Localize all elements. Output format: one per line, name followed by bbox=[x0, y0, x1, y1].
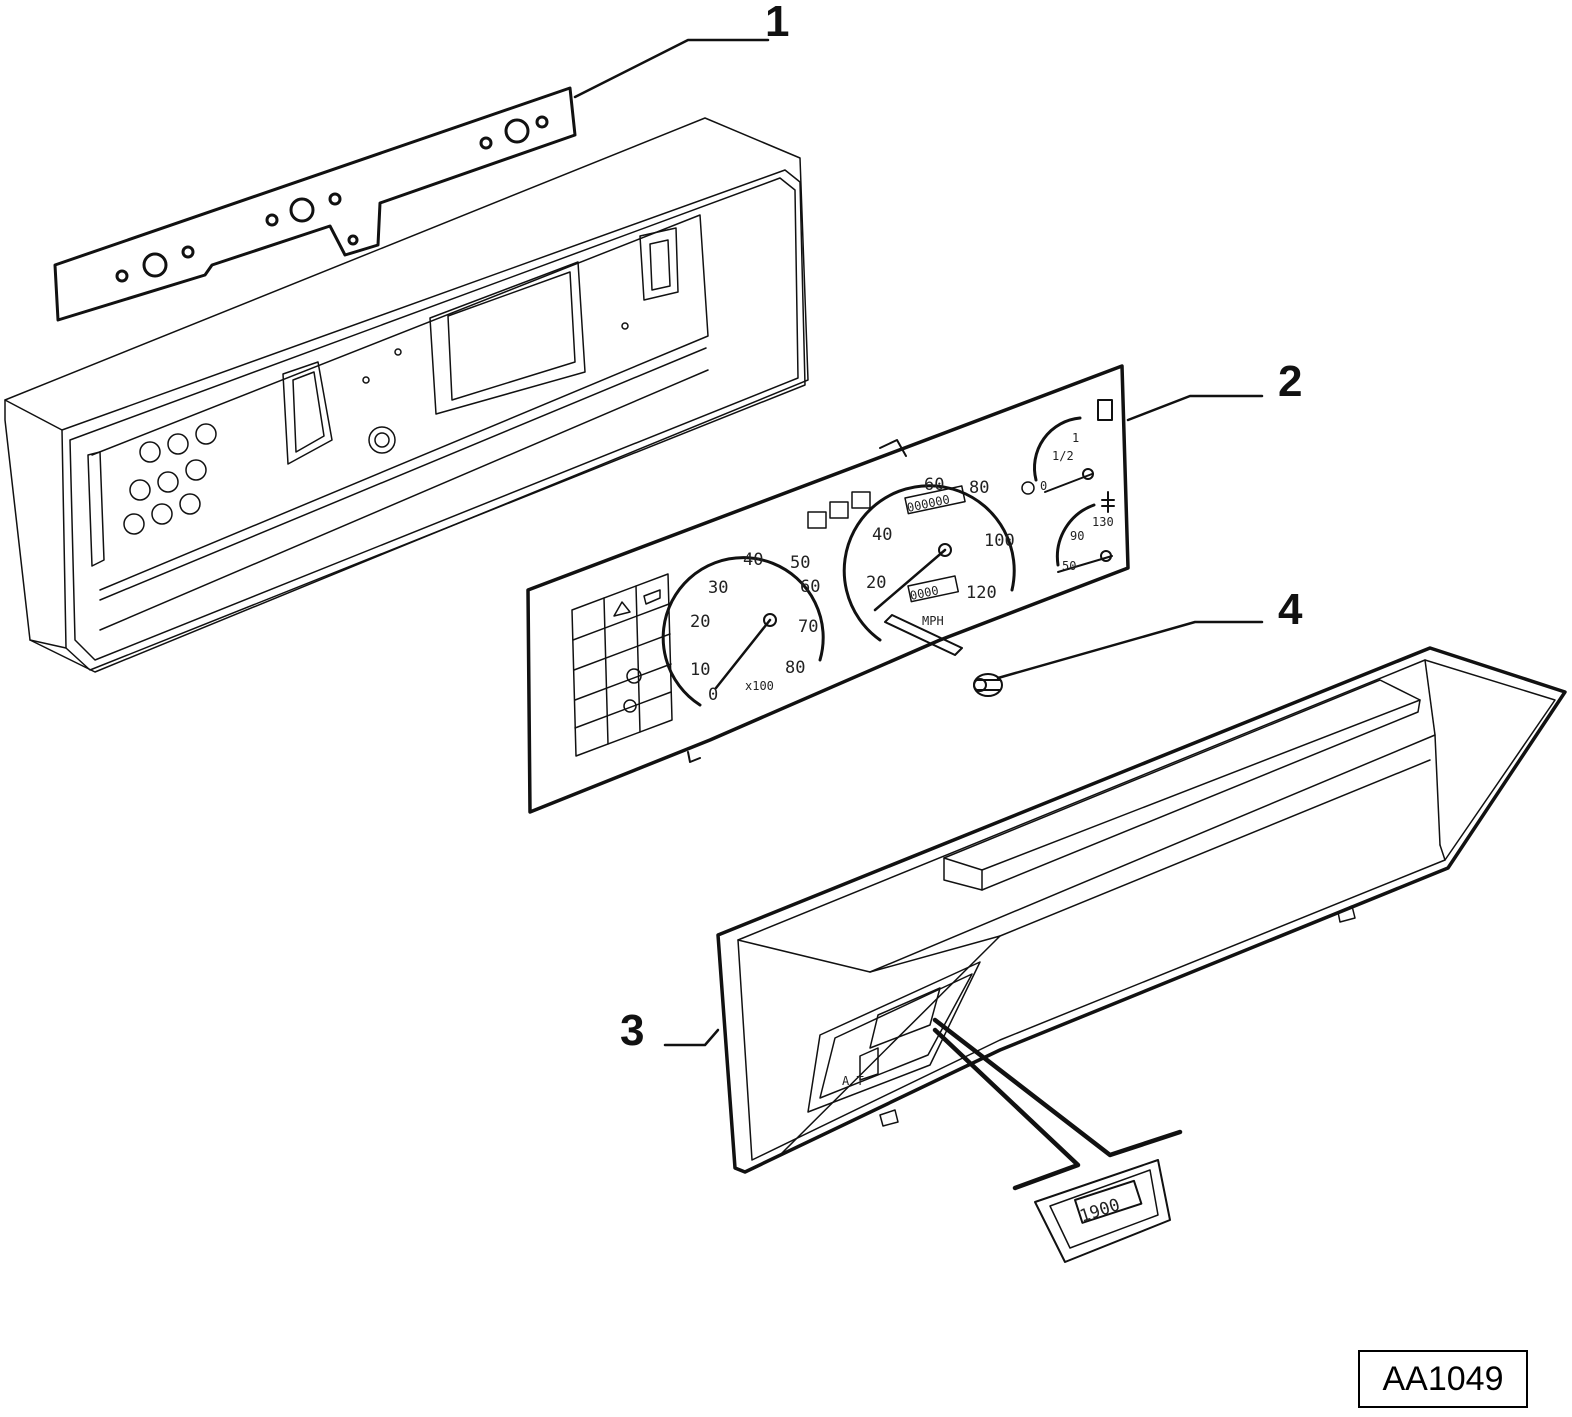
reference-code-box: AA1049 bbox=[1358, 1350, 1528, 1408]
odometer-display: 000000 bbox=[906, 492, 951, 515]
temp-tick: 50 bbox=[1062, 559, 1076, 573]
callout-3: 3 bbox=[620, 1006, 644, 1055]
speedo-tick: 120 bbox=[966, 583, 997, 603]
trip-reset-knob bbox=[973, 673, 1003, 697]
clock-leader-lines bbox=[932, 1017, 1183, 1191]
indicator-lamps bbox=[807, 491, 871, 529]
reference-code: AA1049 bbox=[1382, 1359, 1504, 1398]
trip-display: 0000 bbox=[909, 583, 940, 603]
clock-module: 1900 bbox=[1034, 1159, 1171, 1263]
rear-housing bbox=[4, 117, 809, 673]
fuel-tick: 1/2 bbox=[1052, 449, 1074, 463]
tacho-tick: 30 bbox=[708, 578, 728, 598]
tacho-tick: 80 bbox=[785, 658, 805, 678]
fuel-tick: 0 bbox=[1040, 479, 1047, 493]
callout-2: 2 bbox=[1278, 357, 1302, 406]
temperature-gauge: 50 90 130 bbox=[1055, 491, 1115, 573]
tacho-tick: 50 bbox=[790, 553, 810, 573]
fuel-gauge: 0 1/2 1 bbox=[1021, 399, 1113, 495]
instrument-panel: 0 10 20 30 40 50 60 70 80 x100 20 40 60 … bbox=[526, 364, 1130, 814]
speedo-tick: 80 bbox=[969, 478, 989, 498]
tacho-multiplier: x100 bbox=[745, 679, 774, 693]
tacho-tick: 40 bbox=[743, 550, 763, 570]
tacho-tick: 0 bbox=[708, 685, 718, 705]
speedo-tick: 20 bbox=[866, 573, 886, 593]
speedo-tick: 40 bbox=[872, 525, 892, 545]
tacho-tick: 10 bbox=[690, 660, 710, 680]
leader-lines bbox=[573, 38, 1264, 1047]
callout-4: 4 bbox=[1278, 585, 1303, 634]
speedo-unit: MPH bbox=[922, 614, 944, 628]
lens-label: A T bbox=[842, 1074, 864, 1088]
callout-1: 1 bbox=[765, 0, 789, 46]
warning-lamp-grid bbox=[571, 573, 673, 757]
tacho-tick: 60 bbox=[800, 577, 820, 597]
temp-tick: 90 bbox=[1070, 529, 1084, 543]
speedo-tick: 100 bbox=[984, 531, 1015, 551]
temp-tick: 130 bbox=[1092, 515, 1114, 529]
front-bezel: A T bbox=[716, 646, 1567, 1174]
fuel-tick: 1 bbox=[1072, 431, 1079, 445]
tacho-tick: 70 bbox=[798, 617, 818, 637]
tacho-tick: 20 bbox=[690, 612, 710, 632]
printed-circuit-strip bbox=[53, 86, 577, 322]
clock-display: 1900 bbox=[1077, 1195, 1122, 1227]
tachometer-gauge: 0 10 20 30 40 50 60 70 80 x100 bbox=[661, 550, 825, 707]
